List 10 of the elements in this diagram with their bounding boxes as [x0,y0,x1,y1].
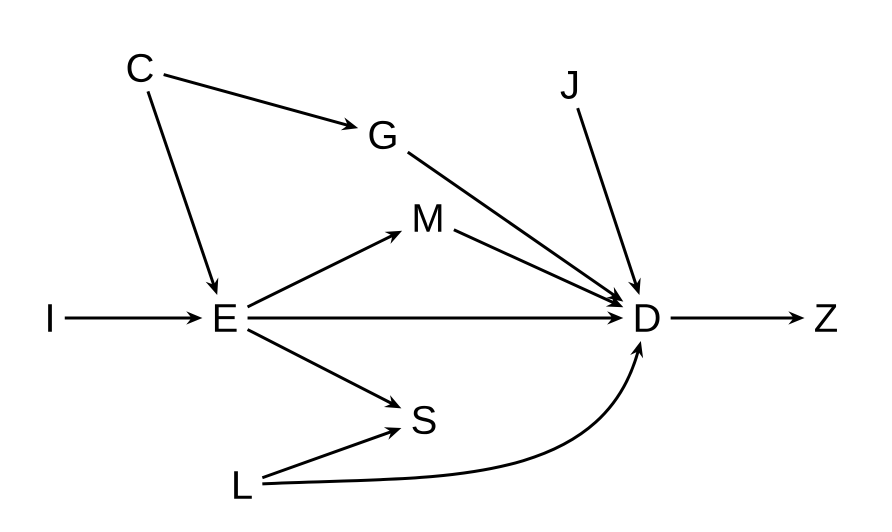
node-letter: M [414,204,442,232]
node-letter: J [560,71,578,99]
node-letter: L [234,471,252,499]
node-letter: I [48,304,52,332]
node-letter: S [412,406,436,434]
node-letter: G [369,120,396,150]
node-letter: Z [815,304,837,332]
node-letter: C [128,54,153,82]
node-letter: E [214,304,237,332]
node-letter: D [636,304,660,332]
